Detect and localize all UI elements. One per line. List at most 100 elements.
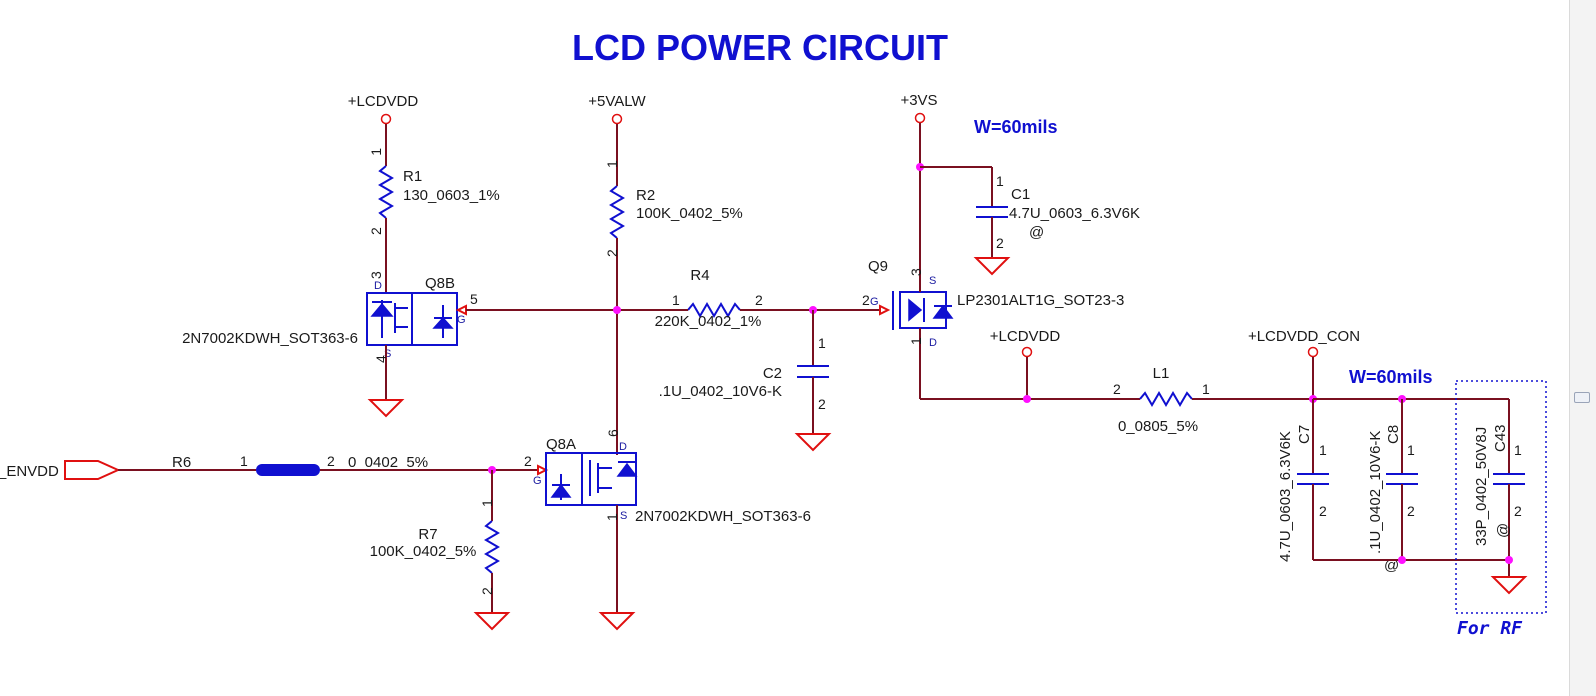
c1-pin2: 2 [996, 235, 1004, 251]
lcdvdd-mid-power-port: +LCDVDD [990, 328, 1061, 358]
q8a-pin-d-num: 6 [605, 429, 621, 437]
r1-ref: R1 [403, 168, 422, 185]
q8a-pin-s-num: 1 [604, 513, 620, 521]
c2-capacitor [797, 365, 829, 378]
l1-pin1: 1 [1202, 381, 1210, 397]
r6-resistor [256, 464, 320, 476]
c8-value: .1U_0402_10V6-K [1367, 431, 1384, 554]
c1-ground-symbol [973, 257, 1011, 276]
c43-pin1: 1 [1514, 442, 1522, 458]
c8-capacitor [1386, 473, 1418, 485]
q8b-value: 2N7002KDWH_SOT363-6 [182, 330, 358, 347]
q9-d-letter: D [929, 337, 937, 349]
junction-dot [613, 306, 621, 314]
r4-value: 220K_0402_1% [655, 313, 762, 330]
l1-value: 0_0805_5% [1118, 418, 1198, 435]
junction-dot [1023, 395, 1031, 403]
vertical-scrollbar[interactable] [1569, 0, 1596, 696]
junction-dot [1505, 556, 1513, 564]
c1-value: 4.7U_0603_6.3V6K [1009, 205, 1140, 222]
c7-capacitor [1297, 473, 1329, 485]
r1-pin2: 2 [368, 227, 384, 235]
c2-ref: C2 [763, 365, 782, 382]
r4-pin1: 1 [672, 292, 680, 308]
r2-pin2: 2 [604, 249, 620, 257]
r4-ref: R4 [690, 267, 709, 284]
c1-ref: C1 [1011, 186, 1030, 203]
envdd-net-label: _ENVDD [0, 463, 59, 480]
q9-s-letter: S [929, 275, 936, 287]
junction-dot [1398, 556, 1406, 564]
c7-ref: C7 [1296, 425, 1313, 444]
for-rf-box [1455, 380, 1547, 614]
c1-at-mark: @ [1029, 224, 1044, 241]
l1-pin2: 2 [1113, 381, 1121, 397]
r6-pin1: 1 [240, 453, 248, 469]
r6-ref: R6 [172, 454, 191, 471]
c43-pin2: 2 [1514, 503, 1522, 519]
q9-pin-g-num: 2 [862, 292, 870, 308]
q9-ref: Q9 [868, 258, 888, 275]
q8a-ground-symbol [598, 612, 636, 631]
q9-g-letter: G [870, 296, 879, 308]
r2-pin1: 1 [604, 160, 620, 168]
q8b-s-letter: S [384, 348, 391, 360]
scrollbar-thumb[interactable] [1574, 392, 1590, 403]
r1-value: 130_0603_1% [403, 187, 500, 204]
envdd-port [64, 460, 121, 480]
c43-value: 33P_0402_50V8J [1473, 427, 1490, 546]
q8a-g-letter: G [533, 475, 542, 487]
v3vs-power-port: +3VS [900, 92, 938, 124]
q8b-g-letter: G [457, 314, 466, 326]
q8a-value: 2N7002KDWH_SOT363-6 [635, 508, 811, 525]
q8a-d-letter: D [619, 441, 627, 453]
q8b-ref: Q8B [425, 275, 455, 292]
lcdvdd-con-power-port: +LCDVDD_CON [1248, 328, 1360, 358]
q8a-pin-g-num: 2 [524, 453, 532, 469]
c1-capacitor [976, 206, 1008, 218]
c7-pin2: 2 [1319, 503, 1327, 519]
c43-ref: C43 [1492, 424, 1509, 452]
c2-ground-symbol [794, 433, 832, 452]
r7-ground-symbol [473, 612, 511, 631]
r2-value: 100K_0402_5% [636, 205, 743, 222]
lcdvdd-mid-label: +LCDVDD [990, 328, 1061, 345]
q8b-pin-g-num: 5 [470, 291, 478, 307]
c2-pin2: 2 [818, 396, 826, 412]
for-rf-label: For RF [1457, 618, 1523, 639]
r7-ref: R7 [418, 526, 437, 543]
lcdvdd-top-power-port: +LCDVDD [348, 93, 418, 125]
r7-value: 100K_0402_5% [370, 543, 477, 560]
w60-top-note: W=60mils [974, 117, 1058, 137]
r1-pin1: 1 [368, 148, 384, 156]
c2-pin1: 1 [818, 335, 826, 351]
l1-ref: L1 [1153, 365, 1170, 382]
q9-mosfet [892, 291, 954, 330]
w60-right-note: W=60mils [1349, 367, 1433, 387]
r4-resistor [687, 302, 741, 318]
page-title: LCD POWER CIRCUIT [572, 27, 948, 68]
q8a-mosfet [545, 452, 638, 506]
q8b-ground-symbol [367, 399, 405, 418]
c7-value: 4.7U_0603_6.3V6K [1277, 431, 1294, 562]
r6-value: 0_0402_5% [348, 454, 428, 471]
c43-at-mark: @ [1495, 523, 1512, 538]
q8a-ref: Q8A [546, 436, 576, 453]
r4-pin2: 2 [755, 292, 763, 308]
c8-pin2: 2 [1407, 503, 1415, 519]
v3vs-label: +3VS [900, 92, 937, 109]
q8b-d-letter: D [374, 280, 382, 292]
lcdvdd-con-label: +LCDVDD_CON [1248, 328, 1360, 345]
c2-value: .1U_0402_10V6-K [659, 383, 782, 400]
q9-pin-d-num: 1 [908, 337, 924, 345]
q8b-pin-s-num: 4 [373, 355, 389, 363]
r7-pin1: 1 [479, 499, 495, 507]
c8-pin1: 1 [1407, 442, 1415, 458]
c7-pin1: 1 [1319, 442, 1327, 458]
c43-capacitor [1493, 473, 1525, 485]
v5alw-power-port: +5VALW [588, 93, 647, 125]
q9-value: LP2301ALT1G_SOT23-3 [957, 292, 1124, 309]
rf-ground-symbol [1490, 576, 1528, 595]
c8-ref: C8 [1385, 425, 1402, 444]
